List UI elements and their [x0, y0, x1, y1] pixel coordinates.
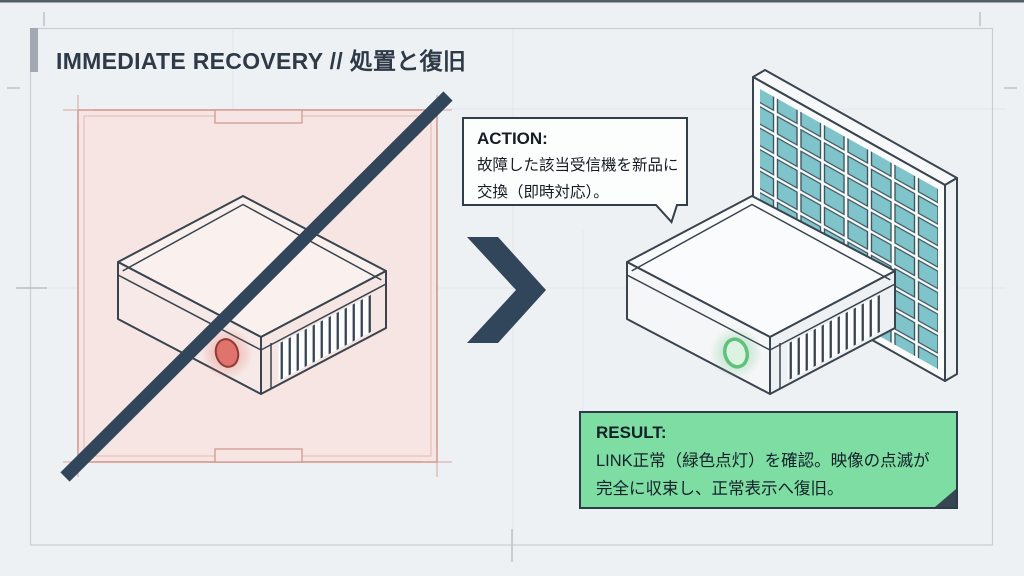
sheet-frame [7, 12, 1017, 562]
action-callout-text: ACTION: 故障した該当受信機を新品に 交換（即時対応）。 [477, 125, 679, 206]
result-label: RESULT: [596, 423, 667, 442]
page-title: IMMEDIATE RECOVERY // 処置と復旧 [56, 48, 467, 74]
vent-slats [278, 294, 371, 381]
chevron-right-icon [467, 237, 546, 343]
result-line-2: 完全に収束し、正常表示へ復旧。 [596, 480, 844, 498]
prohibition-slash-icon [60, 91, 453, 482]
link-led-green-icon [722, 337, 750, 369]
folded-corner-icon [935, 489, 956, 507]
fault-zone [60, 91, 453, 482]
action-label: ACTION: [477, 129, 548, 148]
top-tab [214, 109, 303, 124]
result-callout-text: RESULT: LINK正常（緑色点灯）を確認。映像の点滅が 完全に収束し、正常… [596, 419, 930, 503]
action-line-2: 交換（即時対応）。 [477, 184, 609, 201]
link-led-red-icon [214, 338, 240, 368]
title-accent-bar [30, 28, 38, 72]
replacement-receiver-illustration [626, 195, 896, 395]
action-line-1: 故障した該当受信機を新品に [477, 157, 679, 174]
bottom-tab [214, 448, 303, 463]
top-edge-strip [0, 0, 1024, 3]
result-line-1: LINK正常（緑色点灯）を確認。映像の点滅が [596, 452, 930, 470]
vent-slats [787, 294, 880, 381]
faulty-receiver-illustration [117, 195, 387, 395]
action-callout-bubble [462, 117, 688, 224]
result-callout-box [579, 411, 958, 509]
